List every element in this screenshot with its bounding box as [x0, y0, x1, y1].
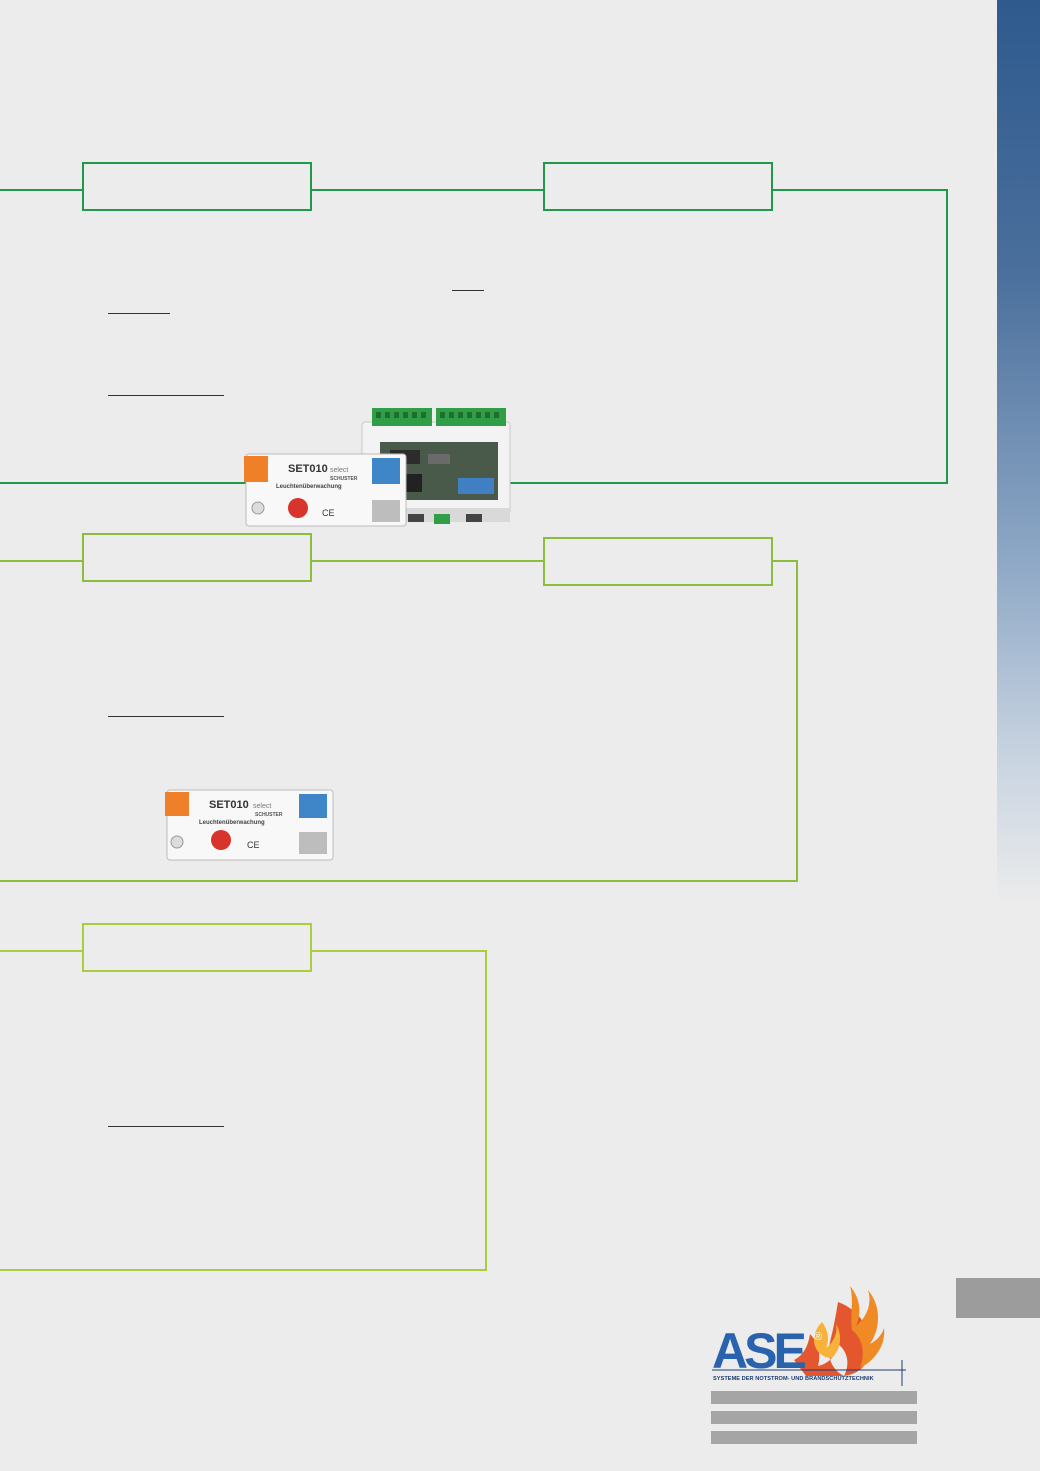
- device-function-label: Leuchtenüberwachung: [276, 484, 342, 490]
- orange-terminal: [244, 456, 268, 482]
- logo-bar: [711, 1391, 917, 1404]
- section-1-outline: [505, 189, 948, 484]
- dip-switch: [458, 478, 494, 494]
- section-2-title-box: [82, 533, 312, 582]
- blue-terminal: [372, 458, 400, 484]
- section-1-title-box: [82, 162, 312, 211]
- section-2-outline: [0, 560, 798, 882]
- flame-icon: [794, 1302, 871, 1376]
- logo-wordmark: ASE: [712, 1323, 805, 1379]
- device-maker-label: SCHUSTER: [330, 476, 358, 482]
- bottom-terminal: [434, 514, 450, 524]
- logo-bar: [711, 1431, 917, 1444]
- section-1-title-box-right: [543, 162, 773, 211]
- grey-terminal: [299, 832, 327, 854]
- ase-logo: ASE ®: [712, 1286, 906, 1386]
- section-3-outline: [0, 950, 487, 1271]
- switch-module-body: [245, 453, 407, 527]
- grey-terminal: [372, 500, 400, 522]
- chapter-color-strip: [997, 0, 1040, 905]
- heading-underline: [108, 716, 224, 717]
- section-2-title-box-right: [543, 537, 773, 586]
- device-variant-label: select: [253, 803, 271, 810]
- controller-module-photo: SET010 select SCHUSTER Leuchtenüberwachu…: [244, 408, 511, 527]
- luminaire-switch-module-photo: SET010 select SCHUSTER Leuchtenüberwachu…: [165, 789, 334, 861]
- orange-terminal: [165, 792, 189, 816]
- ce-mark: CE: [247, 840, 260, 850]
- heading-underline: [108, 313, 170, 314]
- device-maker-label: SCHUSTER: [255, 812, 283, 818]
- logo-tagline: SYSTEME DER NOTSTROM- UND BRANDSCHUTZTEC…: [713, 1376, 874, 1382]
- switch-module-body: [166, 789, 334, 861]
- red-dial: [288, 498, 308, 518]
- registered-mark: ®: [814, 1331, 822, 1343]
- heading-underline: [108, 395, 224, 396]
- device-function-label: Leuchtenüberwachung: [199, 820, 265, 826]
- page-number-tab: [956, 1278, 1040, 1318]
- device-variant-label: select: [330, 467, 348, 474]
- heading-underline: [108, 1126, 224, 1127]
- heading-underline: [452, 290, 484, 291]
- red-dial: [211, 830, 231, 850]
- ce-mark: CE: [322, 508, 335, 518]
- section-3-title-box: [82, 923, 312, 972]
- logo-bar: [711, 1411, 917, 1424]
- device-model-label: SET010: [209, 799, 249, 811]
- blue-terminal: [299, 794, 327, 818]
- device-model-label: SET010: [288, 463, 328, 475]
